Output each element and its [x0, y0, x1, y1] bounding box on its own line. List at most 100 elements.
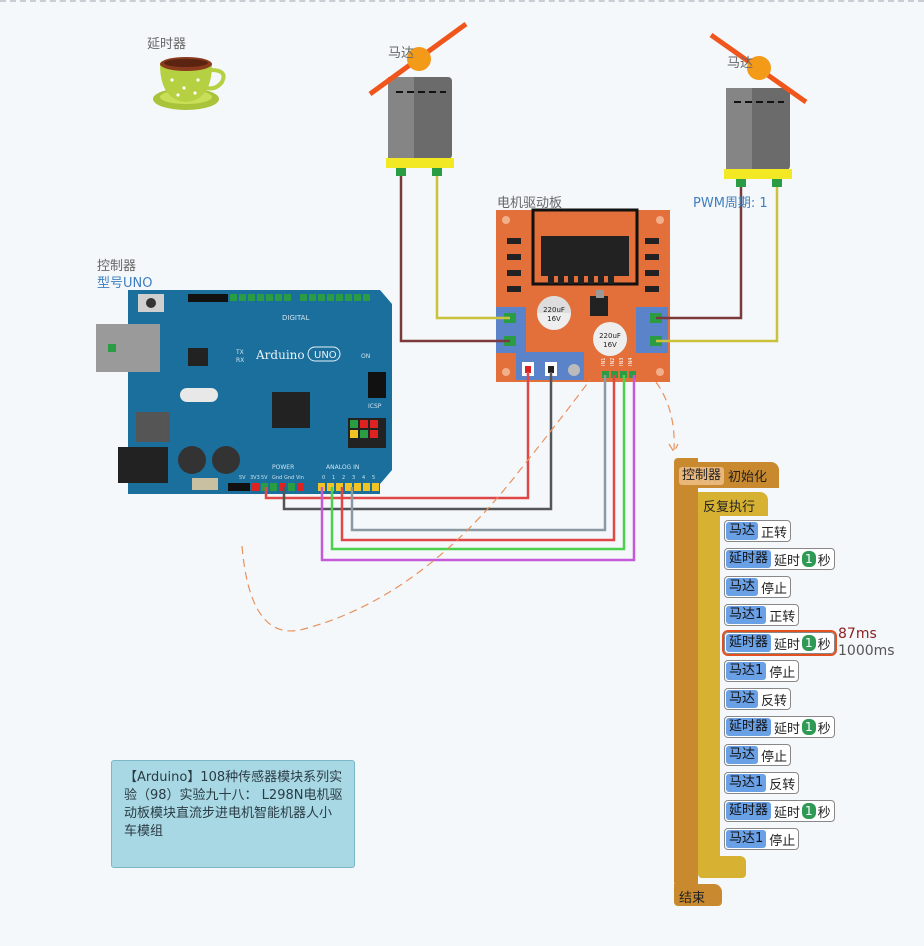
stmt-2-num[interactable]: 1	[802, 551, 816, 567]
loop-block-frame	[698, 492, 720, 862]
motor-right-label: 马达	[727, 56, 754, 71]
controller-label: 控制器	[97, 259, 137, 274]
stmt-9-tag: 马达	[726, 746, 759, 764]
power-pin-6: Vin	[296, 475, 304, 481]
stmt-11-action: 延时	[774, 805, 801, 821]
power-label: POWER	[272, 464, 294, 471]
stmt-3[interactable]: 马达停止	[724, 576, 792, 598]
analog-pin-0: 0	[322, 475, 325, 481]
stmt-5-unit: 秒	[817, 637, 831, 653]
board-name: Arduino	[255, 348, 305, 362]
stmt-6-action: 停止	[769, 665, 796, 681]
driver-pin-in1: IN1	[601, 358, 607, 366]
analog-pin-5: 5	[372, 475, 375, 481]
stmt-8-unit: 秒	[817, 721, 831, 737]
cap2-label: 220uF	[599, 332, 621, 340]
selection-curves	[241, 379, 679, 632]
power-pin-4: Gnd	[272, 475, 282, 481]
stmt-2-action: 延时	[774, 553, 801, 569]
stmt-5-action: 延时	[774, 637, 801, 653]
controller-header[interactable]: 控制器 初始化	[679, 466, 767, 485]
power-pin-3: 5V	[261, 475, 268, 481]
stmt-12-action: 停止	[769, 833, 796, 849]
controller-header-tag: 控制器	[679, 466, 725, 485]
analog-pin-3: 3	[352, 475, 355, 481]
end-block[interactable]	[674, 884, 722, 906]
stmt-11-num[interactable]: 1	[802, 803, 816, 819]
stmt-1[interactable]: 马达正转	[724, 520, 792, 542]
controller-header-text: 初始化	[728, 470, 768, 485]
icsp-label: ICSP	[368, 403, 382, 410]
stmt-4-action: 正转	[769, 609, 796, 625]
stmt-1-tag: 马达	[726, 522, 759, 540]
stmt-6-tag: 马达1	[726, 662, 767, 680]
analog-pin-4: 4	[362, 475, 365, 481]
stmt-9-action: 停止	[761, 749, 788, 765]
motor-left-label: 马达	[388, 46, 415, 61]
rx-label: RX	[236, 357, 244, 364]
tx-label: TX	[235, 349, 244, 356]
teacup-icon[interactable]	[153, 57, 226, 110]
cap2-voltage: 16V	[603, 341, 617, 349]
driver-pin-in3: IN3	[619, 358, 625, 366]
end-label: 结束	[679, 891, 706, 906]
loop-label: 反复执行	[703, 500, 756, 515]
stmt-12-tag: 马达1	[726, 830, 767, 848]
stmt-10-tag: 马达1	[726, 774, 767, 792]
stmt-2-tag: 延时器	[726, 550, 772, 568]
cap1-label: 220uF	[543, 306, 565, 314]
controller-block-frame	[674, 458, 698, 886]
stmt-1-action: 正转	[761, 525, 788, 541]
stmt-9[interactable]: 马达停止	[724, 744, 792, 766]
stmt-3-action: 停止	[761, 581, 788, 597]
description-note: 【Arduino】108种传感器模块系列实验（98）实验九十八： L298N电机…	[111, 760, 355, 868]
driver-pin-in2: IN2	[610, 358, 616, 366]
motor-right[interactable]	[709, 32, 808, 187]
driver-label: 电机驱动板	[497, 196, 563, 211]
analog-label: ANALOG IN	[326, 464, 359, 471]
stmt-7-tag: 马达	[726, 690, 759, 708]
digital-label: DIGITAL	[282, 314, 309, 322]
stmt-2-unit: 秒	[817, 553, 831, 569]
top-dashed-border	[0, 0, 924, 2]
stmt-7[interactable]: 马达反转	[724, 688, 792, 710]
stmt-11-tag: 延时器	[726, 802, 772, 820]
model-label: 型号UNO	[97, 276, 153, 291]
timing-total: 1000ms	[838, 643, 895, 659]
stmt-8-num[interactable]: 1	[802, 719, 816, 735]
pwm-label: PWM周期: 1	[693, 196, 768, 211]
timer-label: 延时器	[147, 37, 187, 52]
cap1-voltage: 16V	[547, 315, 561, 323]
arduino-board[interactable]: DIGITAL Arduino UNO ON TX RX ICSP POWER …	[96, 290, 392, 494]
stmt-7-action: 反转	[761, 693, 788, 709]
driver-board[interactable]: 220uF 16V 220uF 16V IN1 IN2 IN3 IN4	[496, 208, 670, 382]
power-pin-2: 3V3	[250, 475, 260, 481]
stmt-10-action: 反转	[769, 777, 796, 793]
power-pin-5: Gnd	[284, 475, 294, 481]
stmt-8-tag: 延时器	[726, 718, 772, 736]
stmt-4-tag: 马达1	[726, 606, 767, 624]
loop-block-footer	[698, 856, 746, 878]
timing-current: 87ms	[838, 626, 877, 642]
control-wires	[264, 372, 636, 562]
analog-pin-2: 2	[342, 475, 345, 481]
stmt-5-tag: 延时器	[726, 634, 772, 652]
stmt-5-num[interactable]: 1	[802, 635, 816, 651]
on-label: ON	[361, 353, 370, 360]
stmt-3-tag: 马达	[726, 578, 759, 596]
stmt-8-action: 延时	[774, 721, 801, 737]
stmt-11-unit: 秒	[817, 805, 831, 821]
motor-left[interactable]	[368, 21, 468, 176]
power-pin-1: 5V	[239, 475, 246, 481]
motor-wires	[399, 176, 779, 343]
driver-pin-in4: IN4	[628, 358, 634, 366]
